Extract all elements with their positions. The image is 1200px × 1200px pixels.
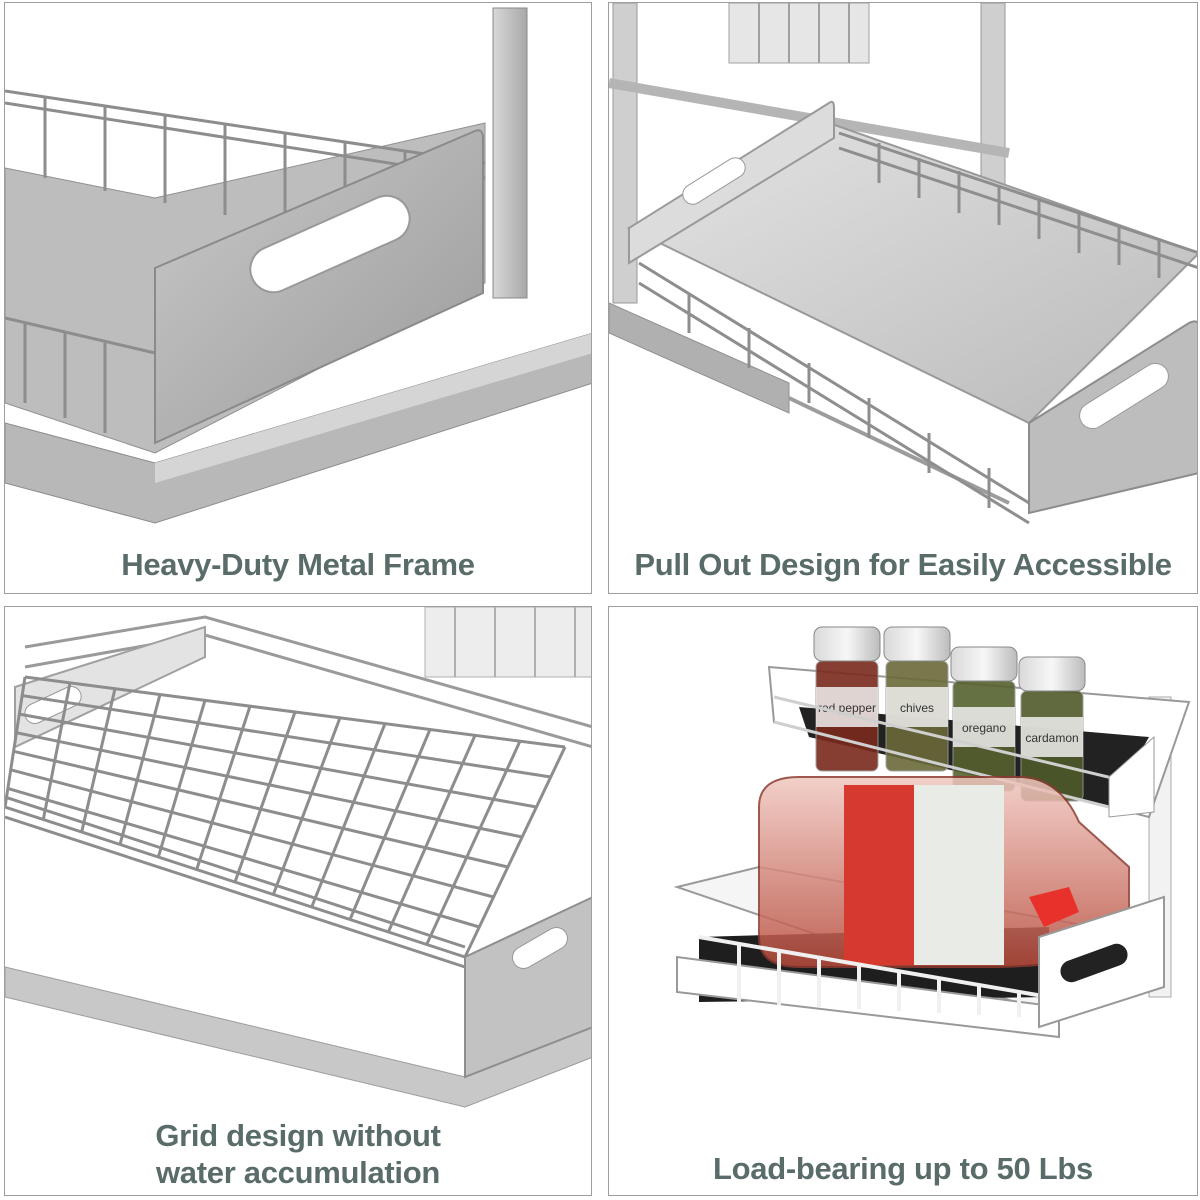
grid-wire	[16, 731, 523, 839]
jar-label: chives	[900, 701, 934, 715]
panel-load-bearing: red pepper chives oregano cardamon Load-bea…	[608, 606, 1198, 1196]
spice-jar: chives	[883, 626, 951, 772]
grid-wire	[21, 694, 551, 779]
grid-wire	[41, 682, 72, 820]
spice-jar: oregano	[950, 646, 1018, 792]
grid-wire	[5, 805, 466, 959]
grid-wire	[5, 676, 27, 808]
grid-wire	[463, 746, 567, 958]
pull-out-drawer-illustration	[609, 3, 1197, 525]
grid-wire	[118, 694, 162, 845]
jar-label: cardamon	[1025, 731, 1078, 745]
caption: Pull Out Design for Easily Accessible	[634, 547, 1172, 582]
panel-heavy-duty-frame: Heavy-Duty Metal Frame	[4, 2, 592, 594]
spice-jar: cardamon	[1018, 656, 1086, 802]
grid-wire	[348, 728, 432, 921]
grid-wire	[7, 786, 480, 929]
panel-grid-design: Grid design without water accumulation	[4, 606, 592, 1196]
spice-jar: red pepper	[813, 626, 881, 772]
wire-grid-illustration	[5, 607, 591, 1108]
caption: Load-bearing up to 50 Lbs	[712, 1151, 1093, 1186]
grid-wire	[19, 712, 537, 809]
caption-line-2: water accumulation	[155, 1155, 440, 1190]
grid-wire	[24, 675, 566, 749]
grid-wire	[195, 705, 252, 870]
grid-wire	[233, 711, 297, 883]
jar-label: oregano	[962, 721, 1006, 735]
grid-wire	[156, 699, 207, 858]
grid-wire	[310, 723, 387, 908]
grid-wire	[80, 688, 117, 833]
caption: Heavy-Duty Metal Frame	[121, 547, 475, 582]
frame-closeup-illustration	[5, 7, 591, 524]
grid-wire	[425, 740, 522, 946]
panel-pull-out-design: Pull Out Design for Easily Accessible	[608, 2, 1198, 594]
grid-wire	[271, 717, 342, 896]
loaded-rack-illustration: red pepper chives oregano cardamon	[673, 626, 1191, 1039]
grid-wire	[386, 734, 477, 933]
grid-wire	[13, 749, 509, 869]
jar-label: red pepper	[818, 701, 876, 715]
grid-wire	[10, 768, 494, 899]
caption-line-1: Grid design without	[155, 1118, 441, 1153]
